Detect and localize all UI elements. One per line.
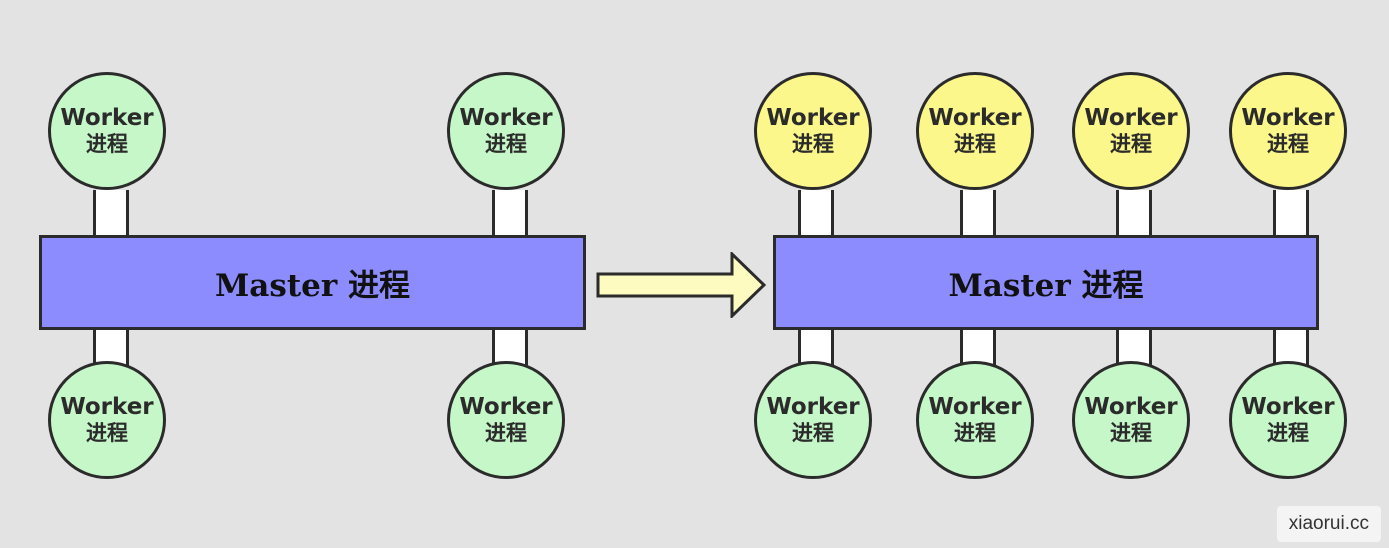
worker-sub: 进程 [485, 132, 527, 157]
master-label: Master 进程 [214, 268, 411, 304]
worker-title: Worker [766, 104, 860, 131]
worker-node-after-top-2: Worker 进程 [916, 72, 1034, 190]
connector [492, 190, 528, 240]
worker-node-before-top-left: Worker 进程 [48, 72, 166, 190]
worker-node-after-top-4: Worker 进程 [1229, 72, 1347, 190]
connector [798, 190, 834, 240]
master-process-after: Master 进程 [773, 235, 1319, 330]
worker-sub: 进程 [954, 421, 996, 446]
connector [960, 190, 996, 240]
worker-node-after-bottom-4: Worker 进程 [1229, 361, 1347, 479]
worker-node-after-top-3: Worker 进程 [1072, 72, 1190, 190]
worker-sub: 进程 [485, 421, 527, 446]
worker-title: Worker [60, 104, 154, 131]
worker-title: Worker [766, 393, 860, 420]
worker-node-after-top-1: Worker 进程 [754, 72, 872, 190]
worker-node-after-bottom-1: Worker 进程 [754, 361, 872, 479]
worker-title: Worker [1241, 393, 1335, 420]
worker-title: Worker [1084, 104, 1178, 131]
worker-sub: 进程 [1110, 421, 1152, 446]
worker-title: Worker [928, 393, 1022, 420]
worker-node-after-bottom-2: Worker 进程 [916, 361, 1034, 479]
transition-arrow-icon [596, 252, 767, 318]
worker-title: Worker [459, 393, 553, 420]
worker-sub: 进程 [792, 132, 834, 157]
worker-sub: 进程 [1267, 132, 1309, 157]
worker-node-before-bottom-left: Worker 进程 [48, 361, 166, 479]
master-process-before: Master 进程 [39, 235, 586, 330]
connector [93, 190, 129, 240]
worker-title: Worker [1241, 104, 1335, 131]
worker-node-after-bottom-3: Worker 进程 [1072, 361, 1190, 479]
worker-node-before-bottom-right: Worker 进程 [447, 361, 565, 479]
worker-sub: 进程 [86, 421, 128, 446]
worker-sub: 进程 [86, 132, 128, 157]
watermark: xiaorui.cc [1276, 506, 1381, 542]
worker-node-before-top-right: Worker 进程 [447, 72, 565, 190]
connector [1116, 190, 1152, 240]
worker-sub: 进程 [1267, 421, 1309, 446]
connector [1273, 190, 1309, 240]
worker-title: Worker [1084, 393, 1178, 420]
worker-sub: 进程 [954, 132, 996, 157]
worker-sub: 进程 [1110, 132, 1152, 157]
worker-title: Worker [60, 393, 154, 420]
worker-title: Worker [928, 104, 1022, 131]
master-label: Master 进程 [948, 268, 1144, 304]
worker-sub: 进程 [792, 421, 834, 446]
worker-title: Worker [459, 104, 553, 131]
